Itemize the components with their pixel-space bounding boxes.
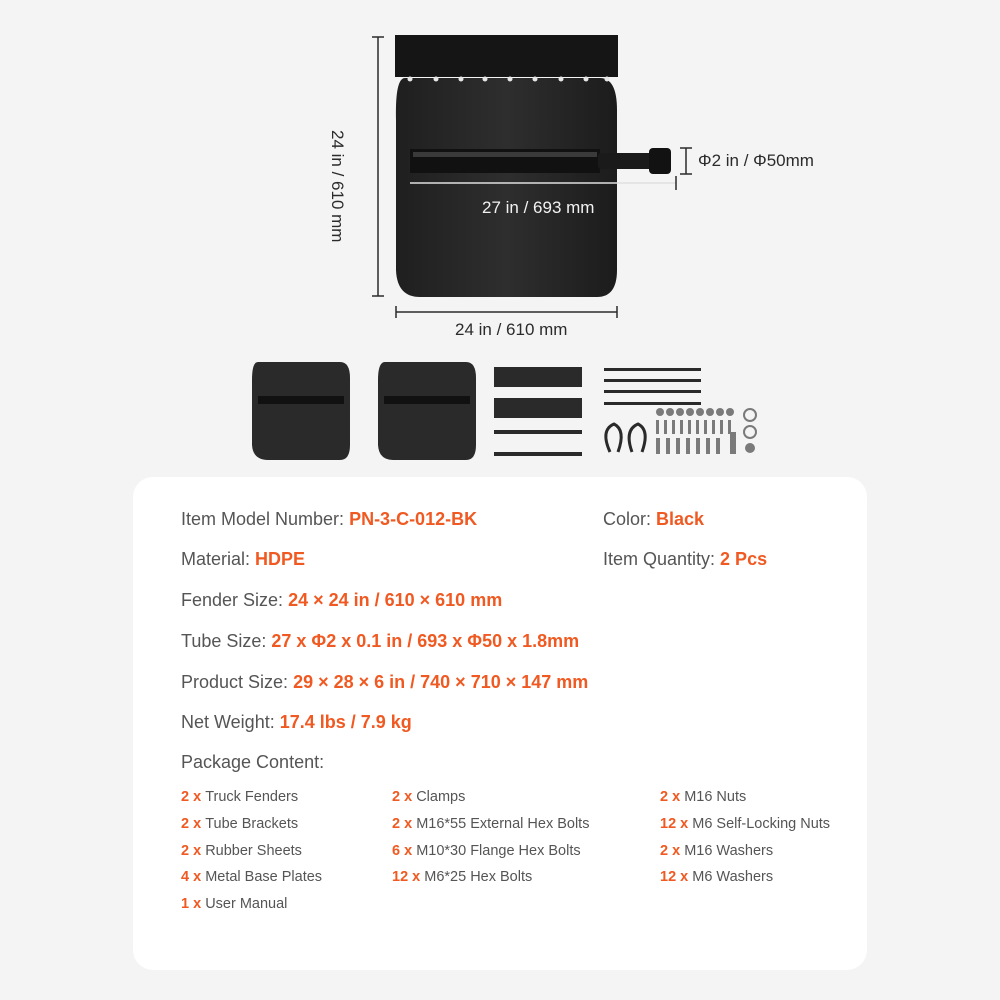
mounting-holes bbox=[407, 76, 610, 82]
package-item: 2 x Rubber Sheets bbox=[181, 843, 302, 859]
spec-product-size: Product Size: 29 × 28 × 6 in / 740 × 710… bbox=[181, 672, 589, 692]
rubber-strips bbox=[604, 368, 701, 405]
width-dimension: 24 in / 610 mm bbox=[455, 320, 568, 339]
spec-model: Item Model Number: PN-3-C-012-BK bbox=[181, 509, 478, 529]
spec-net-weight: Net Weight: 17.4 lbs / 7.9 kg bbox=[181, 712, 412, 732]
spec-fender-size: Fender Size: 24 × 24 in / 610 × 610 mm bbox=[181, 590, 503, 610]
product-diagram: 24 in / 610 mm 24 in / 610 mm 27 in / 69… bbox=[0, 0, 1000, 470]
clamps bbox=[604, 422, 647, 453]
tube-diameter-dimension: Φ2 in / Φ50mm bbox=[698, 151, 814, 170]
rubber-sheet bbox=[395, 35, 618, 77]
hardware bbox=[656, 408, 757, 454]
package-item: 2 x Truck Fenders bbox=[181, 789, 299, 805]
fender-illustration bbox=[252, 35, 757, 460]
small-fender-2 bbox=[378, 362, 476, 460]
package-item: 2 x M16 Washers bbox=[660, 843, 774, 859]
package-item: 12 x M6 Self-Locking Nuts bbox=[660, 816, 831, 832]
tube-length-line bbox=[410, 176, 677, 190]
package-title: Package Content: bbox=[181, 752, 325, 772]
package-item: 4 x Metal Base Plates bbox=[181, 869, 323, 885]
dimension-lines bbox=[372, 36, 692, 318]
specs-card: Item Model Number: PN-3-C-012-BK Color: … bbox=[133, 477, 867, 970]
spec-material: Material: HDPE bbox=[181, 549, 306, 569]
package-item: 2 x M16*55 External Hex Bolts bbox=[392, 816, 590, 832]
package-item: 12 x M6*25 Hex Bolts bbox=[392, 869, 533, 885]
package-item: 1 x User Manual bbox=[181, 896, 288, 912]
package-item: 2 x Clamps bbox=[392, 789, 466, 805]
spec-quantity: Item Quantity: 2 Pcs bbox=[603, 549, 768, 569]
metal-plates bbox=[494, 367, 582, 456]
height-dimension-text: 24 in / 610 mm bbox=[328, 130, 347, 243]
spec-color: Color: Black bbox=[603, 509, 705, 529]
tube-length-dimension: 27 in / 693 mm bbox=[482, 198, 595, 217]
spec-tube-size: Tube Size: 27 x Φ2 x 0.1 in / 693 x Φ50 … bbox=[181, 631, 580, 651]
package-item: 12 x M6 Washers bbox=[660, 869, 774, 885]
package-item: 6 x M10*30 Flange Hex Bolts bbox=[392, 843, 581, 859]
fender-body bbox=[395, 78, 617, 297]
package-item: 2 x M16 Nuts bbox=[660, 789, 747, 805]
small-fender-1 bbox=[252, 362, 350, 460]
package-item: 2 x Tube Brackets bbox=[181, 816, 299, 832]
